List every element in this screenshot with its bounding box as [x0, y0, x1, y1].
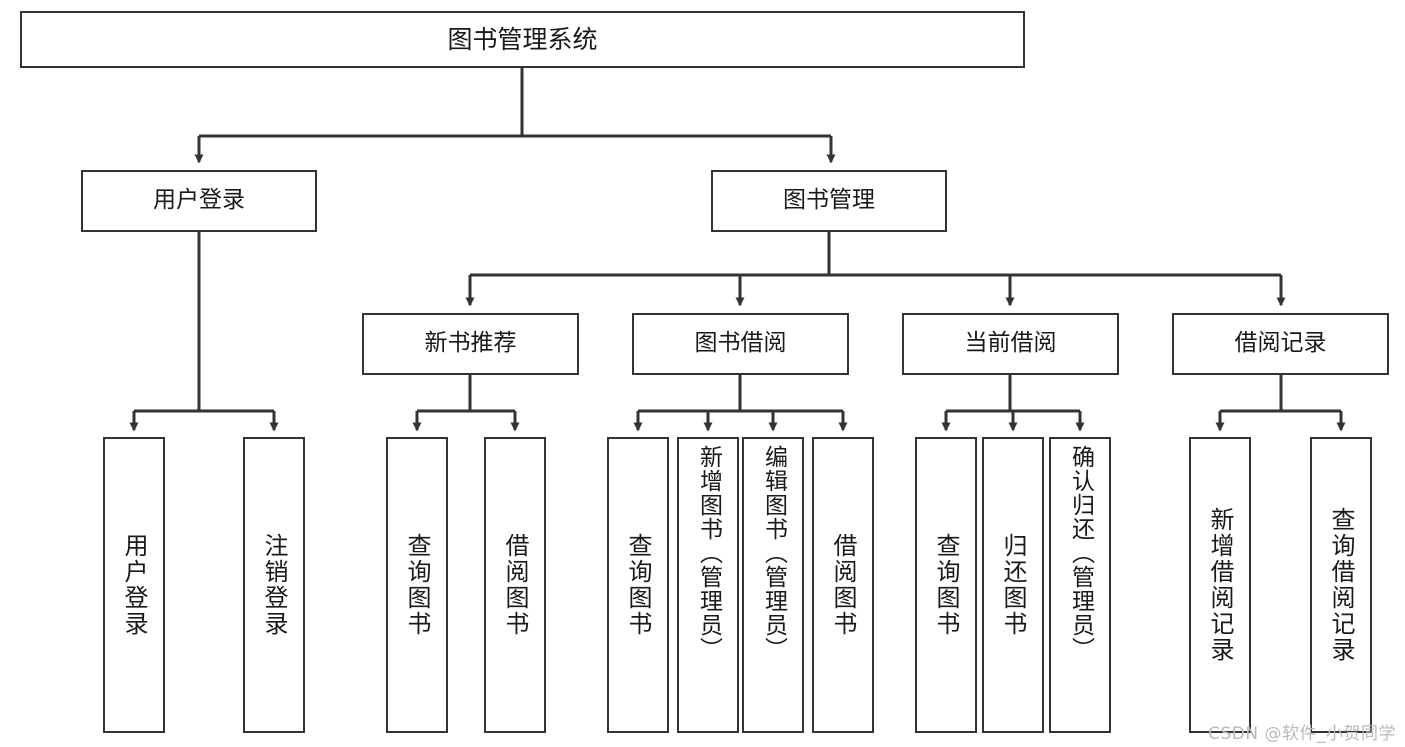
node-current-borrow-label: 当前借阅	[964, 330, 1057, 357]
node-book-manage[interactable]: 图书管理	[711, 170, 947, 232]
node-leaf-borrow-book-1-label: 借阅图书	[501, 533, 529, 637]
node-leaf-query-record-label: 查询借阅记录	[1327, 507, 1355, 663]
node-leaf-query-book-1-label: 查询图书	[403, 533, 431, 637]
node-leaf-confirm-return[interactable]: 确认归还（管理员）	[1049, 437, 1111, 733]
node-root[interactable]: 图书管理系统	[20, 11, 1025, 68]
node-leaf-edit-book[interactable]: 编辑图书（管理员）	[742, 437, 804, 733]
node-leaf-logout[interactable]: 注销登录	[243, 437, 305, 733]
node-leaf-query-book-1[interactable]: 查询图书	[386, 437, 448, 733]
node-leaf-return-book[interactable]: 归还图书	[982, 437, 1044, 733]
node-leaf-confirm-return-label: 确认归还（管理员）	[1067, 445, 1094, 661]
node-new-book-rec[interactable]: 新书推荐	[362, 313, 579, 375]
node-book-manage-label: 图书管理	[783, 187, 875, 214]
node-leaf-query-book-3-label: 查询图书	[932, 533, 960, 637]
node-book-borrow-label: 图书借阅	[694, 330, 787, 357]
node-book-borrow[interactable]: 图书借阅	[632, 313, 849, 375]
watermark-text: CSDN @软件_小贺同学	[1208, 724, 1396, 744]
node-user-login-label: 用户登录	[153, 187, 245, 214]
node-leaf-add-record-label: 新增借阅记录	[1206, 507, 1234, 663]
node-leaf-borrow-book-1[interactable]: 借阅图书	[484, 437, 546, 733]
node-leaf-add-record[interactable]: 新增借阅记录	[1189, 437, 1251, 733]
node-leaf-borrow-book-2[interactable]: 借阅图书	[812, 437, 874, 733]
node-leaf-query-book-3[interactable]: 查询图书	[915, 437, 977, 733]
node-borrow-record-label: 借阅记录	[1234, 330, 1327, 357]
node-leaf-user-login[interactable]: 用户登录	[103, 437, 165, 733]
node-leaf-query-record[interactable]: 查询借阅记录	[1310, 437, 1372, 733]
node-root-label: 图书管理系统	[447, 24, 598, 54]
node-leaf-borrow-book-2-label: 借阅图书	[829, 533, 857, 637]
node-leaf-query-book-2[interactable]: 查询图书	[607, 437, 669, 733]
node-leaf-logout-label: 注销登录	[260, 533, 288, 637]
node-leaf-add-book[interactable]: 新增图书（管理员）	[677, 437, 739, 733]
node-leaf-return-book-label: 归还图书	[999, 533, 1027, 637]
node-leaf-query-book-2-label: 查询图书	[624, 533, 652, 637]
node-current-borrow[interactable]: 当前借阅	[902, 313, 1119, 375]
node-leaf-user-login-label: 用户登录	[120, 533, 148, 637]
node-new-book-rec-label: 新书推荐	[424, 330, 517, 357]
node-user-login[interactable]: 用户登录	[81, 170, 317, 232]
node-leaf-edit-book-label: 编辑图书（管理员）	[760, 445, 787, 661]
node-leaf-add-book-label: 新增图书（管理员）	[695, 445, 722, 661]
node-borrow-record[interactable]: 借阅记录	[1172, 313, 1389, 375]
